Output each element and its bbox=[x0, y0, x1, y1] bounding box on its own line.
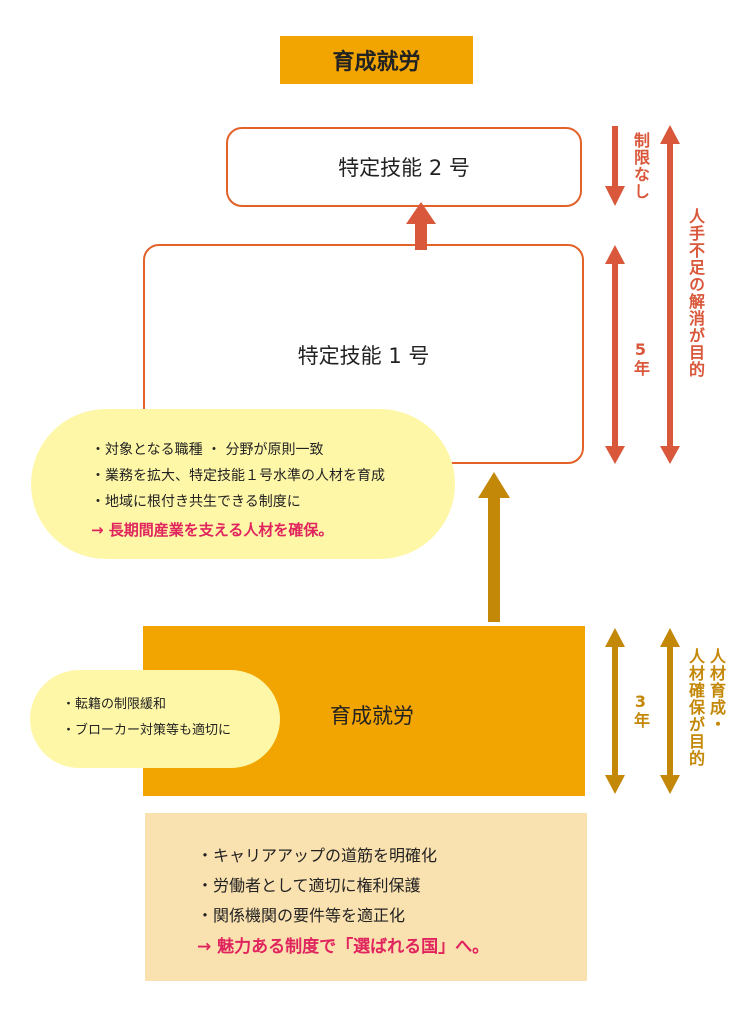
tokutei1-box bbox=[143, 244, 584, 464]
list-item: ・対象となる職種 ・ 分野が原則一致 bbox=[91, 442, 324, 458]
training-label-col1: 人材育成・ bbox=[707, 648, 726, 733]
info-emphasis: → 魅力ある制度で「選ばれる国」へ。 bbox=[197, 937, 490, 957]
upper-note-emphasis: → 長期間産業を支える人材を確保。 bbox=[91, 521, 334, 539]
five-years-arrow bbox=[605, 245, 625, 464]
training-arrow bbox=[660, 628, 680, 794]
unlimited-down-arrow bbox=[605, 126, 625, 206]
lower-note-list: ・転籍の制限緩和 ・ブローカー対策等も適切に bbox=[62, 692, 231, 744]
list-item: ・キャリアアップの道筋を明確化 bbox=[197, 846, 438, 865]
ikusei-up-arrow bbox=[478, 472, 510, 622]
lower-note-pill: ・転籍の制限緩和 ・ブローカー対策等も適切に bbox=[30, 670, 280, 768]
list-item: ・労働者として適切に権利保護 bbox=[197, 876, 421, 895]
three-years-arrow bbox=[605, 628, 625, 794]
unlimited-label: 制限なし bbox=[631, 132, 650, 200]
labor-shortage-arrow bbox=[660, 125, 680, 464]
tokutei1-label: 特定技能 1 号 bbox=[297, 344, 430, 368]
five-years-label: 5年 bbox=[631, 340, 650, 377]
list-item: ・転籍の制限緩和 bbox=[62, 697, 167, 712]
list-item: ・業務を拡大、特定技能１号水準の人材を育成 bbox=[91, 468, 385, 484]
tokutei-up-arrow bbox=[406, 202, 436, 250]
ikusei-label: 育成就労 bbox=[330, 704, 414, 728]
info-box: ・キャリアアップの道筋を明確化 ・労働者として適切に権利保護 ・関係機関の要件等… bbox=[145, 813, 587, 981]
list-item: ・地域に根付き共生できる制度に bbox=[91, 494, 301, 510]
upper-note-list: ・対象となる職種 ・ 分野が原則一致 ・業務を拡大、特定技能１号水準の人材を育成… bbox=[91, 437, 385, 545]
title-badge: 育成就労 bbox=[280, 36, 473, 84]
upper-note-pill: ・対象となる職種 ・ 分野が原則一致 ・業務を拡大、特定技能１号水準の人材を育成… bbox=[31, 409, 455, 559]
info-list: ・キャリアアップの道筋を明確化 ・労働者として適切に権利保護 ・関係機関の要件等… bbox=[197, 841, 489, 963]
list-item: ・ブローカー対策等も適切に bbox=[62, 723, 232, 738]
tokutei2-box: 特定技能 2 号 bbox=[226, 127, 582, 207]
training-label-col2: 人材確保が目的 bbox=[686, 648, 705, 767]
labor-shortage-label: 人手不足の解消が目的 bbox=[686, 208, 705, 378]
list-item: ・関係機関の要件等を適正化 bbox=[197, 906, 406, 925]
three-years-label: 3年 bbox=[631, 692, 650, 729]
tokutei2-label: 特定技能 2 号 bbox=[338, 156, 470, 180]
title-text: 育成就労 bbox=[332, 50, 421, 75]
